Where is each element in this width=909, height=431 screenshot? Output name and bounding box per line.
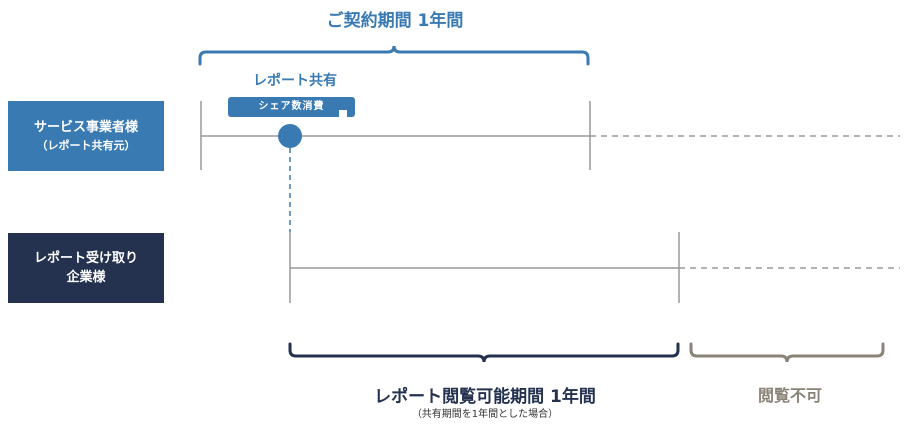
- contract-period-brace: [198, 45, 590, 66]
- unviewable-brace: [689, 342, 885, 363]
- receiver-label-line1: レポート受け取り: [33, 251, 138, 266]
- receiver-row-label: レポート受け取り 企業様: [8, 233, 164, 303]
- share-count-badge-text: シェア数消費: [258, 101, 325, 112]
- provider-label-line1: サービス事業者様: [33, 120, 138, 135]
- share-count-badge: シェア数消費: [228, 97, 355, 117]
- receiver-label-line2: 企業様: [66, 270, 106, 285]
- provider-row-label: サービス事業者様 （レポート共有元）: [8, 101, 164, 171]
- contract-period-label: ご契約期間 1年間: [326, 11, 464, 31]
- badge-notch: [339, 110, 347, 117]
- share-point-marker: [278, 124, 302, 148]
- provider-label-line2: （レポート共有元）: [36, 139, 136, 152]
- unviewable-label: 閲覧不可: [757, 386, 822, 405]
- view-period-label: レポート閲覧可能期間 1年間: [374, 387, 596, 407]
- view-period-note: （共有期間を1年間とした場合）: [411, 409, 559, 420]
- report-share-label: レポート共有: [253, 73, 337, 89]
- view-period-brace: [288, 342, 680, 363]
